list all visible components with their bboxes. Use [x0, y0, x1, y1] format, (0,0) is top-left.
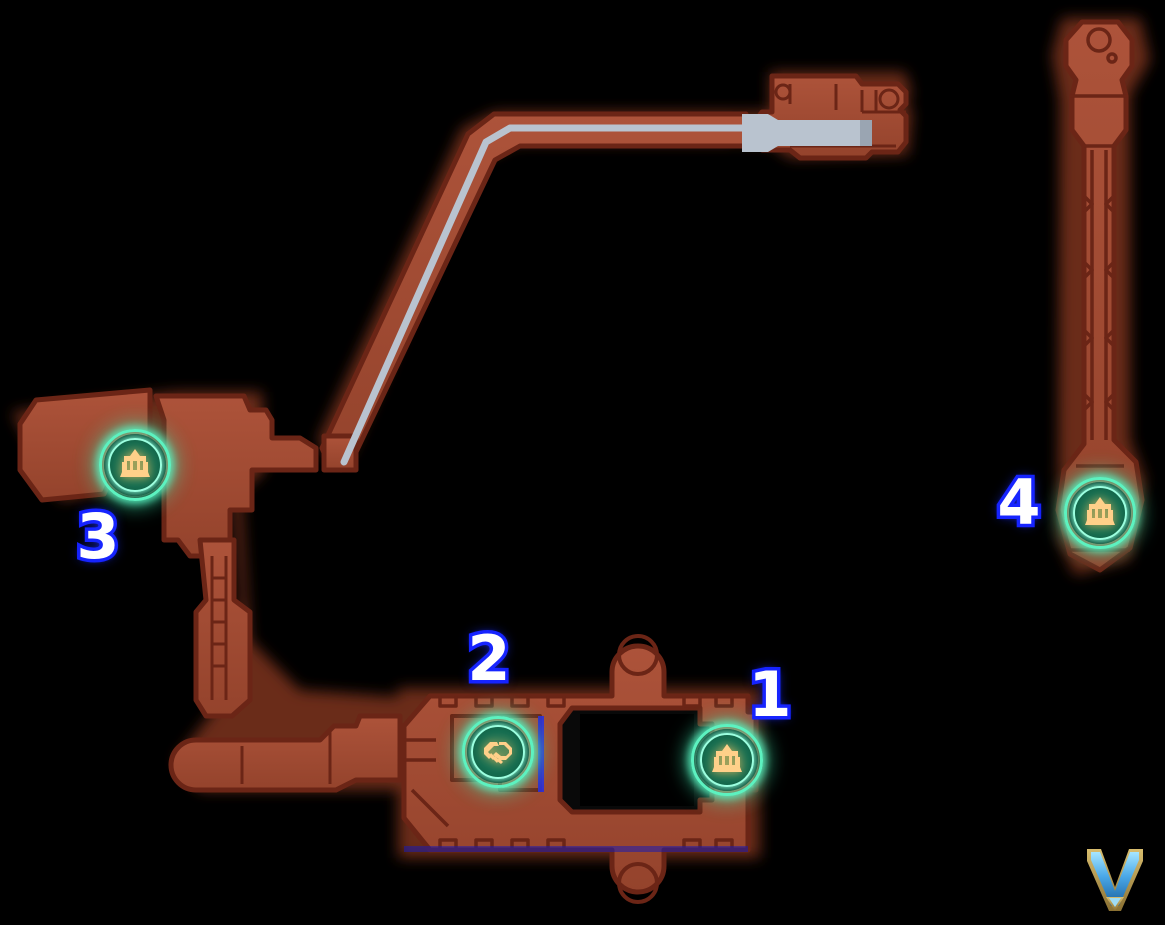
marker-ring-outer — [691, 724, 763, 796]
accent-strip-layer — [404, 716, 748, 852]
corridor-left-lower — [168, 713, 403, 793]
marker-ring-inner — [1073, 486, 1127, 540]
marker-ring-inner — [108, 438, 162, 492]
objective-marker-2[interactable] — [459, 713, 537, 791]
blue-floor-strip — [404, 846, 748, 852]
valorant-v-logo — [1087, 849, 1143, 911]
tower-icon — [704, 737, 750, 783]
marker-number-4: 4 — [994, 466, 1044, 539]
zipline-path — [340, 124, 864, 466]
marker-ring-outer — [99, 429, 171, 501]
marker-ring-outer — [1064, 477, 1136, 549]
marker-ring-inner — [471, 725, 525, 779]
objective-marker-1[interactable] — [688, 721, 766, 799]
corridor-left-descent — [193, 537, 253, 719]
terrain-layer — [17, 19, 1145, 904]
marker-number-2: 2 — [464, 622, 514, 695]
tower-icon — [1077, 490, 1123, 536]
marker-number-1: 1 — [745, 658, 795, 731]
courtyard-inner-void — [580, 714, 694, 806]
shaft-right — [1055, 19, 1145, 573]
objective-marker-4[interactable] — [1061, 474, 1139, 552]
bunker-grey-chamber — [742, 114, 860, 152]
marker-ring-inner — [700, 733, 754, 787]
handshake-icon — [475, 729, 521, 775]
objective-marker-3[interactable] — [96, 426, 174, 504]
zipline-tail — [860, 120, 872, 146]
tower-icon — [112, 442, 158, 488]
room-left-upper — [153, 393, 319, 559]
corridor-zipline — [319, 111, 749, 473]
marker-number-3: 3 — [73, 500, 123, 573]
blue-wall-strip — [538, 716, 544, 792]
zipline-layer — [340, 114, 872, 466]
marker-ring-outer — [462, 716, 534, 788]
